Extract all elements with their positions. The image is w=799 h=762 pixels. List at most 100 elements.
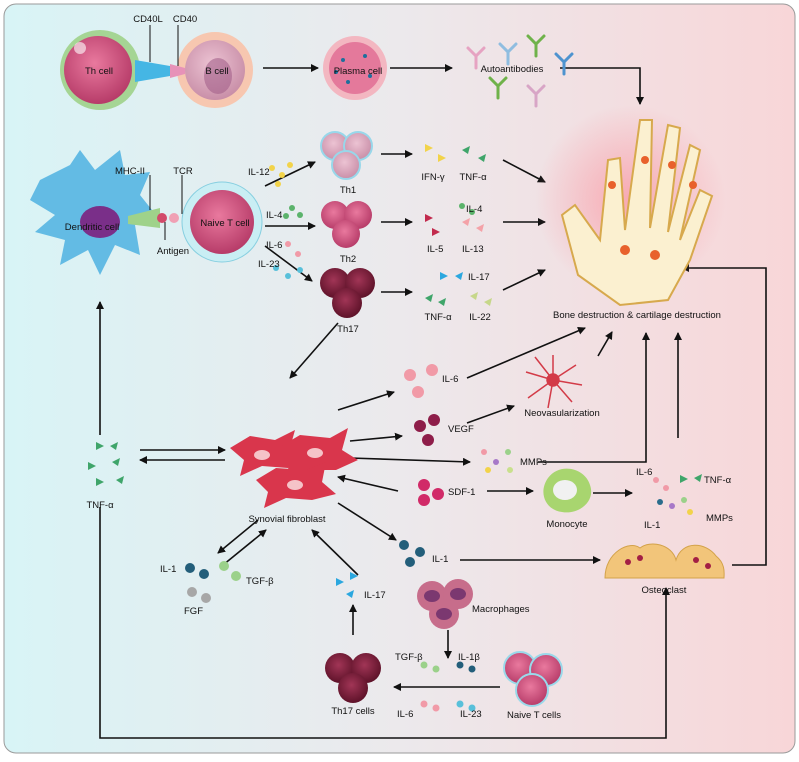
il6-bottom-label: IL-6	[397, 709, 413, 720]
arrow-il17-fib	[311, 529, 359, 576]
arrow-th17-fibroblast	[289, 322, 339, 379]
sdf1-dots	[418, 479, 444, 506]
th17-cells	[320, 268, 375, 318]
il23-in-label: IL-23	[258, 259, 280, 270]
cd40l-label: CD40L	[133, 14, 163, 25]
arrow-fib-vegf	[349, 432, 403, 442]
vegf-dots	[414, 414, 440, 446]
plasma-cell-label: Plasma cell	[334, 66, 383, 77]
tcr-label: TCR	[173, 166, 193, 177]
mhc-ii-label: MHC-II	[115, 166, 145, 177]
arrows	[96, 64, 767, 739]
neovascularization-icon	[525, 355, 583, 409]
dendritic-cell	[30, 150, 160, 275]
cd40-cd40l-binding	[135, 25, 185, 82]
naive-t-cells-label: Naive T cells	[507, 710, 561, 721]
hand-joint-icon	[535, 105, 725, 307]
il4-out-label: IL-4	[466, 204, 482, 215]
il1-left-label: IL-1	[160, 564, 176, 575]
naive-t-cell	[181, 181, 263, 263]
arrow-mmps-hand	[538, 332, 650, 463]
th2-cells	[321, 201, 372, 248]
th1-cytokine-triangles	[425, 144, 486, 162]
th17-cells-bottom	[325, 653, 381, 703]
arrow-neo-hand	[597, 331, 613, 357]
il1-mono-label: IL-1	[644, 520, 660, 531]
arrow-il6-hand	[466, 327, 586, 379]
arrow-fib-mmps	[349, 457, 471, 466]
plasma-cell	[323, 36, 387, 100]
monocyte-label: Monocyte	[546, 519, 587, 530]
bottom-cytokine-dots	[420, 661, 476, 712]
arrow-il12-th1	[264, 161, 316, 187]
th17-cytokine-triangles	[425, 272, 492, 306]
il6-mono-label: IL-6	[636, 467, 652, 478]
bone-destruction-label: Bone destruction & cartilage destruction	[553, 310, 721, 321]
fgf-label: FGF	[184, 606, 203, 617]
neovascularization-label: Neovasularization	[524, 408, 600, 419]
mhc-tcr-complex	[128, 175, 183, 240]
vegf-label: VEGF	[448, 424, 474, 435]
background-panel	[3, 3, 796, 754]
b-cell	[177, 32, 253, 108]
arrow-il1left-fib	[222, 529, 267, 566]
th17-label: Th17	[337, 324, 359, 335]
synovial-fibroblast-label: Synovial fibroblast	[248, 514, 325, 525]
il6-syn-label: IL-6	[442, 374, 458, 385]
il1-mid-dots	[399, 540, 425, 567]
il23-bottom-label: IL-23	[460, 709, 482, 720]
monocyte-cytokines	[653, 474, 702, 515]
arrow-fib-il1left	[217, 519, 259, 554]
ifn-gamma-label: IFN-γ	[421, 172, 444, 183]
arrow-sdf1-fib	[337, 474, 399, 492]
th-cell-label: Th cell	[85, 66, 113, 77]
tnf-alpha-left-label: TNF-α	[86, 500, 114, 511]
il1b-label: IL-1β	[458, 652, 480, 663]
b-cell-label: B cell	[205, 66, 228, 77]
arrow-vegf-neo	[466, 404, 515, 424]
th1-cells	[320, 131, 373, 180]
monocyte-cell	[543, 468, 592, 513]
arrow-tnf-osteoclast	[99, 507, 670, 739]
tnf-alpha-left-triangles	[88, 442, 124, 486]
osteoclast-cells	[604, 543, 725, 579]
macrophages-label: Macrophages	[472, 604, 530, 615]
il6-in-label: IL-6	[266, 240, 282, 251]
th2-cytokine-shapes	[425, 203, 484, 236]
arrow-il6-th17	[264, 245, 313, 282]
il13-label: IL-13	[462, 244, 484, 255]
synovial-fibroblast-cells	[230, 428, 358, 508]
cytokines-il4-dots	[283, 205, 303, 219]
osteoclast-label: Osteoclast	[642, 585, 687, 596]
cytokines-il6-il23-dots	[273, 241, 303, 279]
mmps-syn-label: MMPs	[520, 457, 547, 468]
mmps-mono-label: MMPs	[706, 513, 733, 524]
sdf1-label: SDF-1	[448, 487, 475, 498]
tgfb-bottom-label: TGF-β	[395, 652, 423, 663]
il1-tgfb-fgf-dots	[185, 561, 241, 603]
mmps-syn-dots	[481, 449, 513, 473]
naive-t-cells-bottom	[503, 651, 563, 707]
il12-label: IL-12	[248, 167, 270, 178]
tnf-alpha-th17-label: TNF-α	[424, 312, 452, 323]
arrow-antibodies-hand	[560, 67, 644, 105]
il17-mid-triangles	[336, 572, 358, 598]
arrow-fib-il1	[337, 502, 397, 541]
antibodies-icon	[466, 34, 574, 108]
cytokines-il12-dots	[269, 162, 293, 187]
il5-label: IL-5	[427, 244, 443, 255]
th17-cells-label: Th17 cells	[331, 706, 375, 717]
autoantibodies-label: Autoantibodies	[481, 64, 544, 75]
th1-label: Th1	[340, 185, 356, 196]
th-cell	[60, 30, 140, 110]
arrow-osteoclast-hand	[681, 264, 767, 566]
cd40-label: CD40	[173, 14, 197, 25]
macrophage-cells	[417, 579, 473, 629]
il17-mid-label: IL-17	[364, 590, 386, 601]
antigen-label: Antigen	[157, 246, 189, 257]
tgfb-left-label: TGF-β	[246, 576, 274, 587]
il6-syn-dots	[404, 364, 438, 398]
il17-out-label: IL-17	[468, 272, 490, 283]
